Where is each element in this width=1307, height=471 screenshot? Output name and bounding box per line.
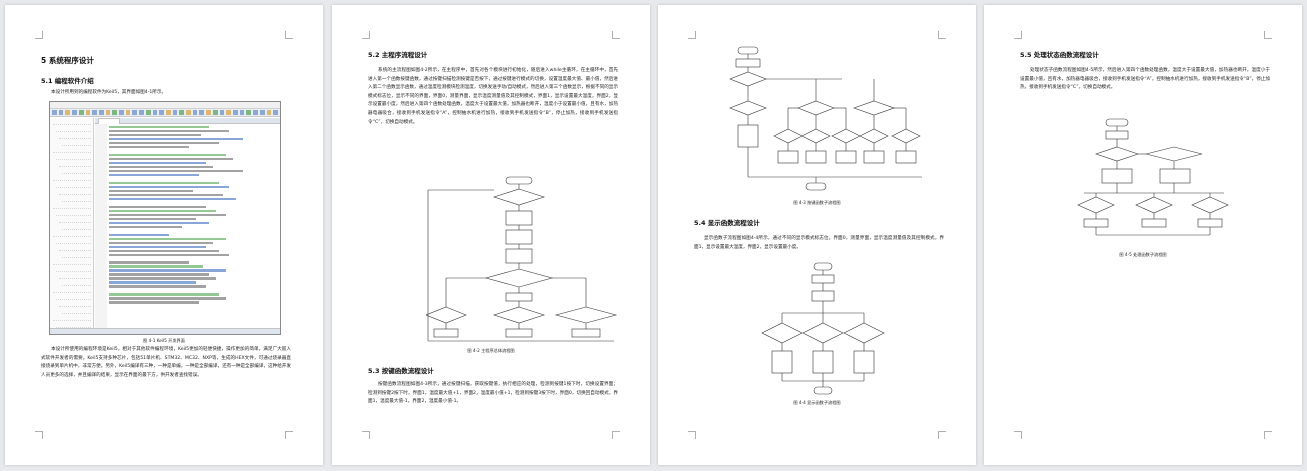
document-page-1: 5 系统程序设计 5.1 编程软件介绍 本设计所用到的编程软件为Keil5，其界…: [5, 5, 323, 465]
section-heading: 5.4 显示函数流程设计: [694, 219, 760, 227]
figure-caption: 图 4-5 处理函数子流程图: [1119, 252, 1167, 257]
document-page-3: 图 4-3 按键函数子流程图 5.4 显示函数流程设计 显示函数子流程图如图4-…: [658, 5, 976, 465]
display-function-flowchart: [761, 262, 885, 395]
document-page-2: 5.2 主程序流程设计 系统的主流程图如图4-2所示，在主程序中，首先对各个模块…: [332, 5, 650, 465]
figure-caption-2: 图 4-4 显示函数子流程图: [793, 400, 841, 405]
body-paragraph: 本设计所使用的编程环境是Keil5，相对于其他软件编程环境，Keil5更加的轻便…: [41, 347, 291, 378]
key-function-flowchart: [729, 46, 922, 191]
chapter-heading: 5 系统程序设计: [41, 56, 94, 65]
figure-caption: 图 4-3 按键函数子流程图: [793, 200, 841, 205]
figure-caption: 图 4-2 主程序总体流程图: [467, 348, 515, 353]
body-paragraph: 处理状态子函数流程图如图4-5所示，然后进入第四个函数处理函数，温度大于设置最大…: [1020, 68, 1270, 91]
document-page-4: 5.5 处理状态函数流程设计 处理状态子函数流程图如图4-5所示，然后进入第四个…: [984, 5, 1302, 465]
section-heading: 5.3 按键函数流程设计: [368, 367, 434, 375]
keil5-ide-screenshot: [49, 101, 281, 335]
process-function-flowchart: [1077, 118, 1229, 236]
section-heading: 5.1 编程软件介绍: [41, 77, 94, 85]
section-heading: 5.5 处理状态函数流程设计: [1020, 51, 1099, 59]
intro-paragraph: 本设计所用到的编程软件为Keil5，其界面如图4-1所示。: [51, 90, 167, 95]
body-paragraph: 系统的主流程图如图4-2所示，在主程序中，首先对各个模块进行初始化，随后进入wh…: [368, 68, 618, 125]
main-program-flowchart: [426, 176, 618, 342]
body-paragraph: 按键函数流程图如图4-3所示，通过按键扫描，获取按键值，执行相应的处理，检测到按…: [368, 382, 618, 405]
body-paragraph: 显示函数子流程图如图4-4所示，通过不同的显示模式标志位，界面0，测量界面，显示…: [694, 236, 944, 250]
section-heading: 5.2 主程序流程设计: [368, 51, 428, 59]
figure-caption: 图 4-1 Keil5 开发界面: [143, 338, 185, 343]
